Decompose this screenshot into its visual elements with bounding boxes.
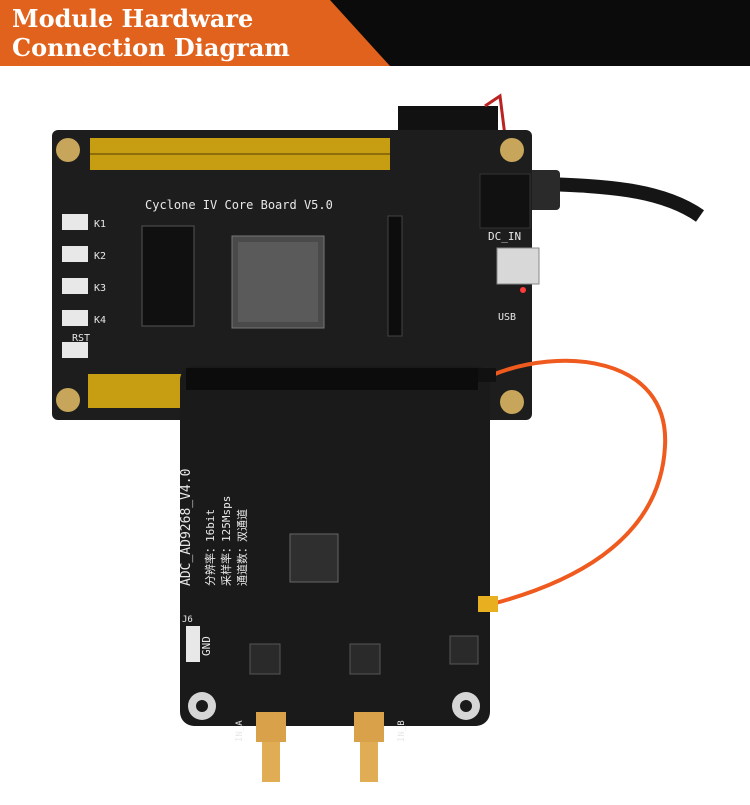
mounting-hole	[500, 138, 524, 162]
adc-chip	[289, 533, 339, 583]
button-k4: K4	[94, 315, 106, 326]
adc-spec-resolution: 分辨率：16bit	[203, 509, 217, 586]
dc-power-cable	[520, 170, 705, 222]
mounting-hole	[500, 390, 524, 414]
j6-label: J6	[182, 615, 193, 625]
usb-label: USB	[498, 312, 516, 323]
sma-connector-b	[354, 712, 384, 782]
title-line-1: Module Hardware	[12, 4, 254, 33]
sdram-chip	[141, 225, 195, 327]
gnd-label: GND	[200, 636, 213, 656]
button-rst: RST	[72, 333, 90, 344]
mounting-hole	[56, 138, 80, 162]
orange-jumper-wire	[478, 358, 668, 612]
header-bar: Module Hardware Connection Diagram	[0, 0, 750, 66]
mounting-hole	[56, 388, 80, 412]
dc-label: DC_IN	[488, 230, 521, 243]
power-switch	[496, 247, 540, 285]
core-board: Cyclone IV Core Board V5.0 DC_IN USB K1 …	[52, 130, 540, 420]
board-photo: Cyclone IV Core Board V5.0 DC_IN USB K1 …	[52, 93, 705, 782]
gnd-pins	[186, 626, 200, 662]
header-tab	[0, 0, 390, 66]
button-k2: K2	[94, 251, 106, 262]
adc-spec-channels: 通道数：双通道	[235, 509, 249, 586]
title-line-2: Connection Diagram	[12, 33, 290, 62]
core-board-title: Cyclone IV Core Board V5.0	[145, 198, 333, 212]
input-a-label: IN_A	[235, 720, 245, 742]
button-k1: K1	[94, 219, 106, 230]
sma-connector-a	[256, 712, 286, 782]
input-b-label: IN_B	[397, 720, 407, 742]
button-column: K1 K2 K3 K4 RST	[62, 214, 106, 358]
adc-board: ADC_AD9268_V4.0 分辨率：16bit 采样率：125Msps 通道…	[179, 366, 490, 782]
page-title: Module Hardware Connection Diagram	[12, 4, 290, 62]
gpio-header-bottom	[88, 374, 188, 408]
adc-spec-rate: 采样率：125Msps	[219, 496, 233, 586]
button-k3: K3	[94, 283, 106, 294]
adc-model: ADC_AD9268_V4.0	[179, 469, 194, 586]
